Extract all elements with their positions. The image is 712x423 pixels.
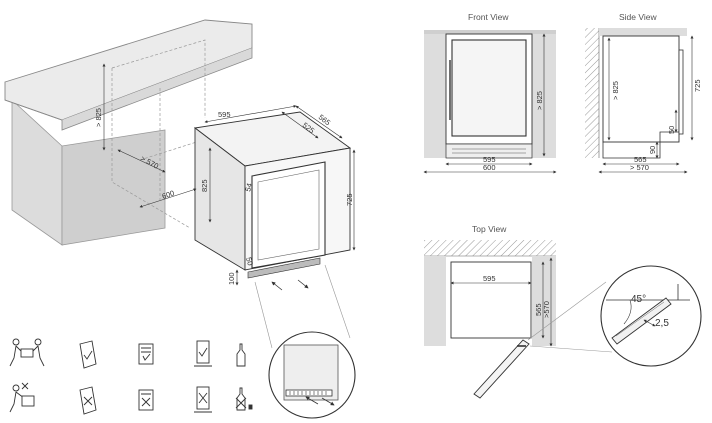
wine-cooler-appliance (193, 111, 352, 279)
detail-gap: 2,5 (655, 318, 669, 329)
top-dim-width: 595 (483, 274, 496, 283)
side-dim-depth: 565 (634, 155, 647, 164)
manual-check-icon (79, 340, 97, 369)
airflow-arrows (271, 279, 309, 291)
handling-pictograms (9, 338, 253, 415)
isometric-installation-view: > 825 > 570 600 595 525 565 825 725 54 5… (4, 19, 356, 291)
front-dim-outer-width: 600 (483, 163, 496, 172)
top-view-title: Top View (472, 224, 507, 234)
top-dim-outer-depth: >570 (542, 301, 551, 318)
open-door (473, 339, 530, 399)
dim-54: 54 (243, 182, 254, 192)
dim-height-725: 725 (345, 193, 354, 206)
dim-depth-565: 565 (317, 112, 332, 127)
upright-check-icon (194, 340, 212, 367)
dim-width-600: 600 (161, 188, 176, 200)
cabinet-block (11, 99, 63, 246)
side-dim-cabinet-height: 725 (693, 79, 702, 92)
upright-cross-icon (194, 386, 212, 413)
dim-100: 100 (227, 272, 236, 285)
side-dim-outer-depth: > 570 (630, 163, 649, 172)
detail-angle: 45° (631, 294, 646, 305)
front-view: Front View (423, 12, 557, 174)
manual-cross-icon (79, 386, 97, 415)
vent-detail-circle (268, 331, 356, 419)
side-dim-height: > 825 (611, 81, 620, 100)
bottle-cross-icon (235, 387, 253, 411)
side-dim-base: 90 (648, 146, 657, 154)
packaging-cross-icon (138, 389, 154, 411)
bottle-icon (236, 343, 246, 367)
top-view: Top View (424, 224, 556, 399)
front-dim-inner-width: 595 (483, 155, 496, 164)
packaging-check-icon (138, 343, 154, 365)
side-view: Side View (585, 12, 694, 174)
dim-height-825: > 825 (94, 108, 103, 127)
two-person-lift-icon (9, 338, 45, 367)
front-dim-height: > 825 (535, 91, 544, 110)
side-dim-step: 50 (667, 126, 676, 134)
dim-50: 50 (244, 256, 255, 266)
top-dim-depth: 565 (534, 303, 543, 316)
dim-width-595: 595 (218, 110, 231, 119)
dim-height-825b: 825 (200, 179, 209, 192)
front-view-title: Front View (468, 12, 509, 22)
two-person-lift-wrong-icon (9, 382, 35, 413)
hinge-detail-circle (600, 265, 702, 367)
side-view-title: Side View (619, 12, 658, 22)
